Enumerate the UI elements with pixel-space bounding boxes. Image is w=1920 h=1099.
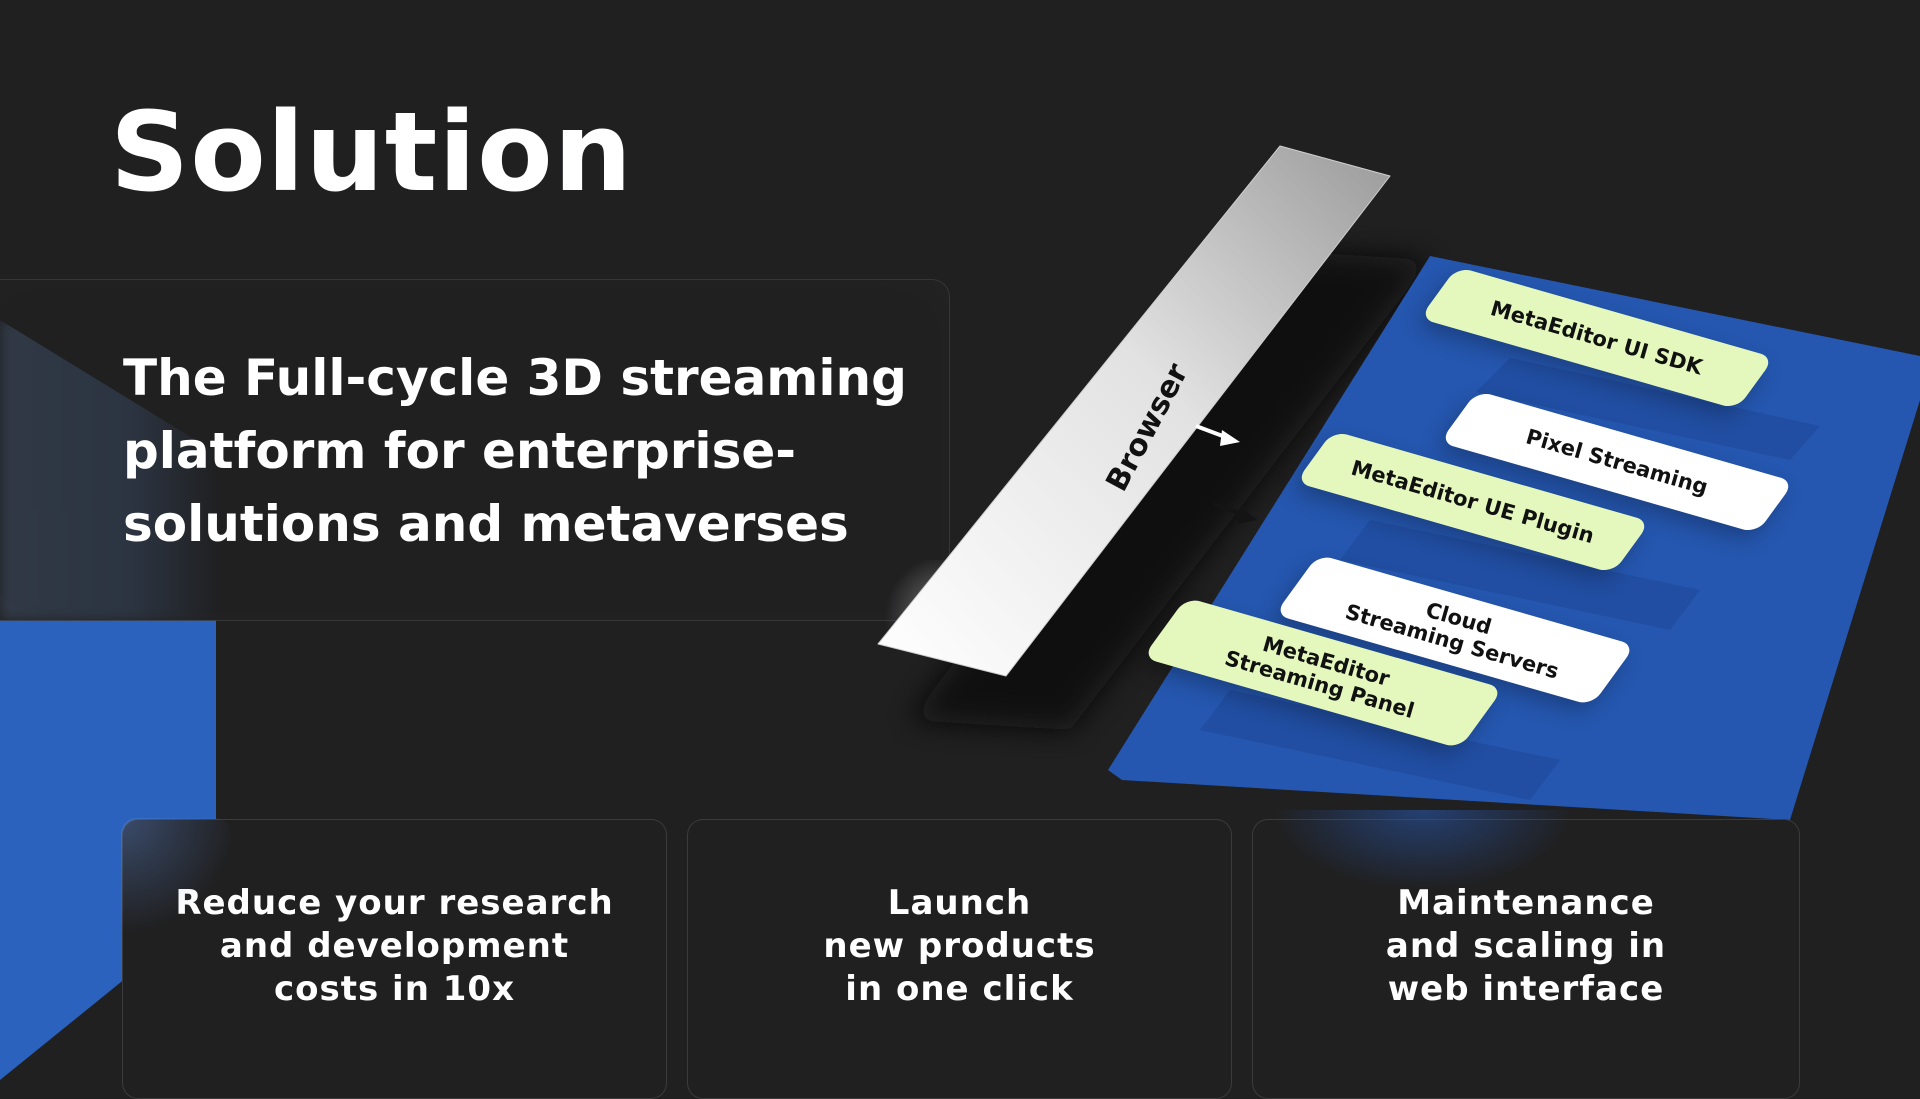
benefit-card-maintenance: Maintenance and scaling in web interface	[1252, 810, 1800, 1099]
benefit-text: Launch new products in one click	[823, 883, 1096, 1009]
platform-strip	[1476, 358, 1820, 460]
benefit-card-rnd: Reduce your research and development cos…	[121, 818, 667, 1099]
hero-tagline: The Full-cycle 3D streaming platform for…	[123, 349, 907, 553]
browser-panel	[877, 145, 1391, 677]
benefit-text: Maintenance and scaling in web interface	[1385, 883, 1667, 1009]
arrow-icon	[1213, 502, 1258, 524]
benefit-text: Reduce your research and development cos…	[175, 883, 614, 1009]
page-title: Solution	[110, 88, 633, 216]
architecture-diagram: Browser MetaEditor UI SDK Pixel Streamin…	[870, 130, 1920, 850]
benefit-card-launch: Launch new products in one click	[687, 819, 1232, 1099]
hero-card: The Full-cycle 3D streaming platform for…	[0, 279, 969, 640]
platform-strip	[1200, 690, 1560, 800]
arrow-icon	[1195, 424, 1240, 446]
platform-strip	[1340, 520, 1700, 630]
